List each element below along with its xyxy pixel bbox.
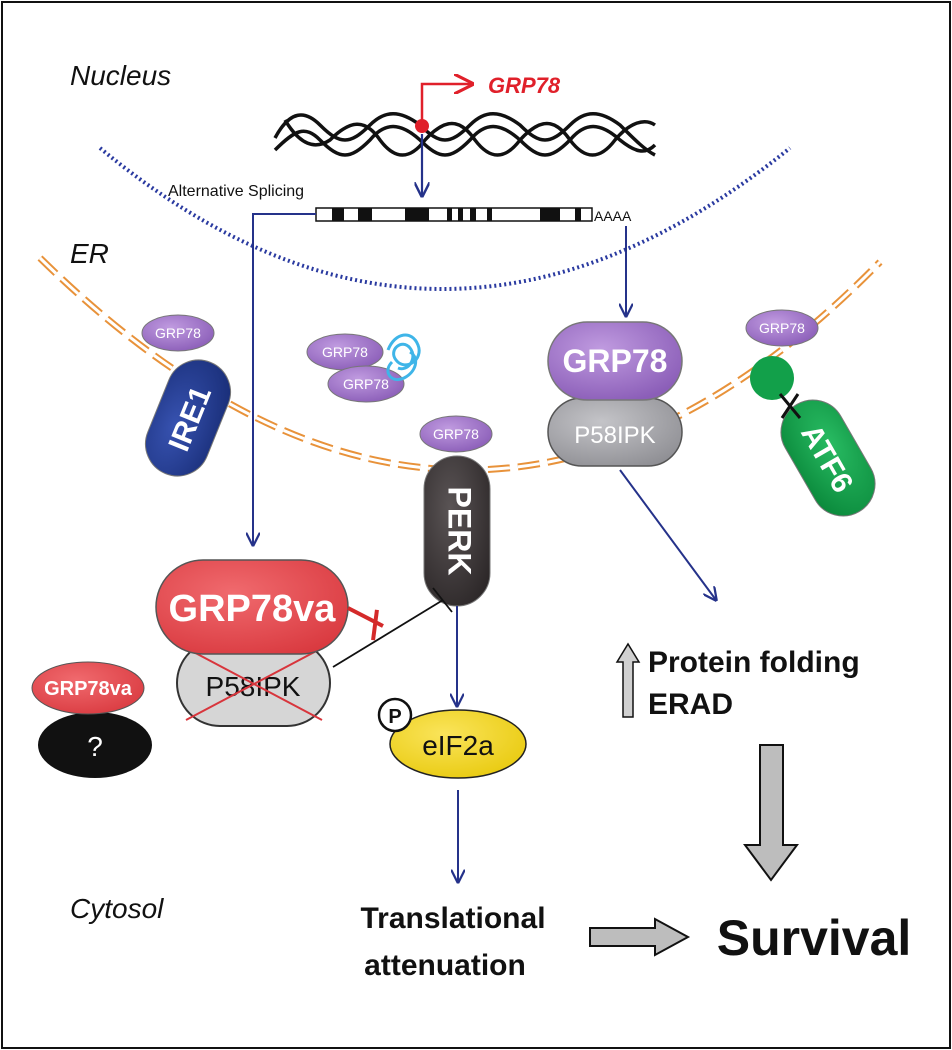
er-label: ER (70, 238, 109, 269)
eif2a-group: eIF2a P (377, 697, 527, 779)
atf6-luminal-domain (750, 356, 794, 400)
grp78-p58ipk-complex: P58IPK GRP78 (547, 321, 683, 467)
p58ipk-label: P58IPK (574, 422, 655, 449)
grp78-on-perk (419, 415, 493, 453)
dna-helix (273, 112, 657, 157)
protein-folding-label: Protein folding (648, 646, 860, 679)
grp78-large-label: GRP78 (563, 343, 668, 379)
p58ipk-inhibition (332, 587, 453, 668)
mrna-transcript (315, 207, 593, 222)
splicing-arrow (253, 213, 316, 545)
folding-to-survival-arrow (743, 744, 799, 882)
ire1-receptor (145, 359, 231, 477)
grp78-large (547, 321, 683, 401)
phospho-label: P (388, 706, 401, 728)
p58ipk-cross-mark (185, 647, 323, 721)
unknown-partner-label: ? (87, 731, 103, 762)
grp78-on-atf6 (745, 309, 819, 347)
grp78va-small (31, 661, 145, 715)
grp78-chaperone-bottom-label: GRP78 (343, 376, 389, 392)
translational-label: Translational (360, 902, 545, 935)
grp78va-complex: P58IPK GRP78va (155, 559, 349, 727)
grp78va-label: GRP78va (169, 588, 337, 630)
eif2a-protein (389, 709, 527, 779)
attenuation-label: attenuation (364, 949, 526, 982)
alternative-splicing-label: Alternative Splicing (168, 183, 304, 200)
gene-label: GRP78 (488, 73, 561, 98)
ire1-complex: GRP78 IRE1 (141, 314, 231, 477)
transcription-arrow (420, 84, 472, 126)
erad-label: ERAD (648, 688, 733, 721)
nuclear-membrane (98, 146, 792, 291)
grp78-on-perk-label: GRP78 (433, 426, 479, 442)
perk-complex: GRP78 PERK (419, 415, 493, 607)
atf6-cleavage-mark (778, 393, 802, 419)
grp78-chaperone-bottom (327, 365, 405, 403)
grp78va-unknown-complex: ? GRP78va (31, 661, 152, 778)
polya-tail: AAAA (594, 208, 632, 224)
folding-upregulation: Protein folding ERAD (615, 642, 860, 721)
unfolded-protein-icon (386, 333, 421, 381)
atf6-receptor (780, 399, 876, 517)
grp78va-small-label: GRP78va (44, 678, 133, 700)
survival-label: Survival (717, 910, 912, 966)
eif2a-label: eIF2a (422, 730, 494, 761)
perk-label: PERK (442, 487, 478, 576)
unknown-partner (38, 712, 152, 778)
cytosol-label: Cytosol (70, 893, 164, 924)
nucleus-label: Nucleus (70, 60, 171, 91)
grp78-on-ire1-label: GRP78 (155, 325, 201, 341)
grp78-chaperone-top-label: GRP78 (322, 344, 368, 360)
grp78va-protein (155, 559, 349, 655)
unfolded-protein-complex: GRP78 GRP78 (306, 333, 421, 403)
grp78va-inhibition (347, 606, 384, 641)
grp78-to-folding-arrow (619, 469, 716, 600)
grp78-on-ire1 (141, 314, 215, 352)
p58ipk-crossed-label: P58IPK (206, 671, 301, 702)
up-arrow-icon (615, 642, 641, 718)
attenuation-to-survival-arrow (589, 917, 691, 957)
grp78-on-atf6-label: GRP78 (759, 320, 805, 336)
phospho-group (377, 697, 413, 733)
